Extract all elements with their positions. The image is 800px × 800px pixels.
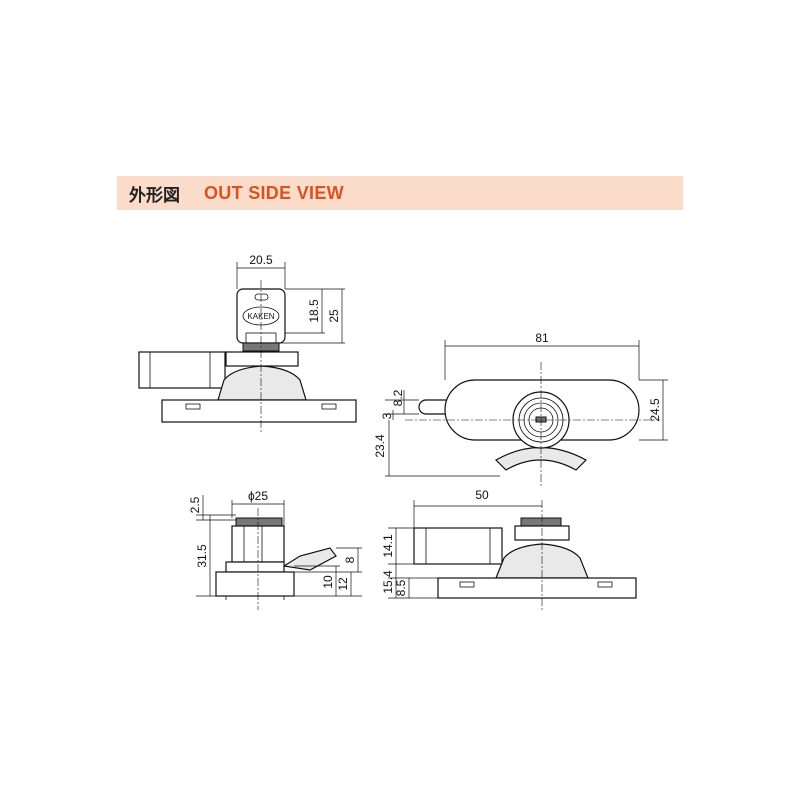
dim-side-31-5: 31.5 bbox=[195, 544, 209, 568]
dim-depth: 23.4 bbox=[373, 434, 387, 458]
dim-side-10: 10 bbox=[321, 575, 335, 589]
side-collar bbox=[225, 561, 285, 573]
dim-side-12: 12 bbox=[336, 577, 350, 591]
dim-side-diameter: ϕ25 bbox=[248, 489, 268, 503]
lock-collar bbox=[225, 351, 299, 367]
front-lock-top bbox=[520, 517, 562, 527]
dim-handle-height: 24.5 bbox=[648, 398, 662, 422]
dim-front-50: 50 bbox=[475, 488, 489, 502]
housing-block bbox=[138, 351, 226, 389]
view-bottom-left: ϕ25 2.5 31.5 8 10 12 bbox=[188, 489, 362, 610]
front-base bbox=[437, 577, 637, 599]
side-cylinder-top bbox=[235, 517, 283, 527]
dim-key-h2: 25 bbox=[327, 309, 341, 323]
dim-front-8-5: 8.5 bbox=[394, 579, 408, 596]
front-housing bbox=[413, 527, 503, 565]
view-bottom-right: 50 14.1 15.4 8.5 bbox=[381, 488, 637, 610]
lever bbox=[495, 446, 587, 471]
view-top-right: 81 24.5 8.2 3 23.4 bbox=[373, 331, 668, 488]
dim-front-14-1: 14.1 bbox=[381, 534, 395, 558]
dim-handle-length: 81 bbox=[535, 331, 549, 345]
base-plate bbox=[161, 399, 357, 423]
side-base bbox=[215, 571, 295, 597]
dim-pin-3: 3 bbox=[380, 412, 394, 419]
dim-key-h1: 18.5 bbox=[307, 299, 321, 323]
dim-top-width: 20.5 bbox=[249, 253, 273, 267]
dim-side-8: 8 bbox=[343, 556, 357, 563]
title-english: OUT SIDE VIEW bbox=[204, 182, 344, 203]
key-hole bbox=[254, 293, 269, 301]
dim-front-15-4: 15.4 bbox=[381, 570, 395, 594]
section-header: 外形図 OUT SIDE VIEW bbox=[117, 176, 683, 210]
side-lever bbox=[282, 547, 337, 571]
dim-pin-8-2: 8.2 bbox=[391, 389, 405, 406]
key-brand-text: KAKEN bbox=[247, 312, 274, 321]
title-japanese: 外形図 bbox=[129, 185, 180, 206]
view-top-left: KAKEN 20.5 18.5 25 bbox=[138, 253, 357, 434]
dim-side-2-5: 2.5 bbox=[188, 496, 202, 513]
lock-dome bbox=[217, 365, 307, 401]
